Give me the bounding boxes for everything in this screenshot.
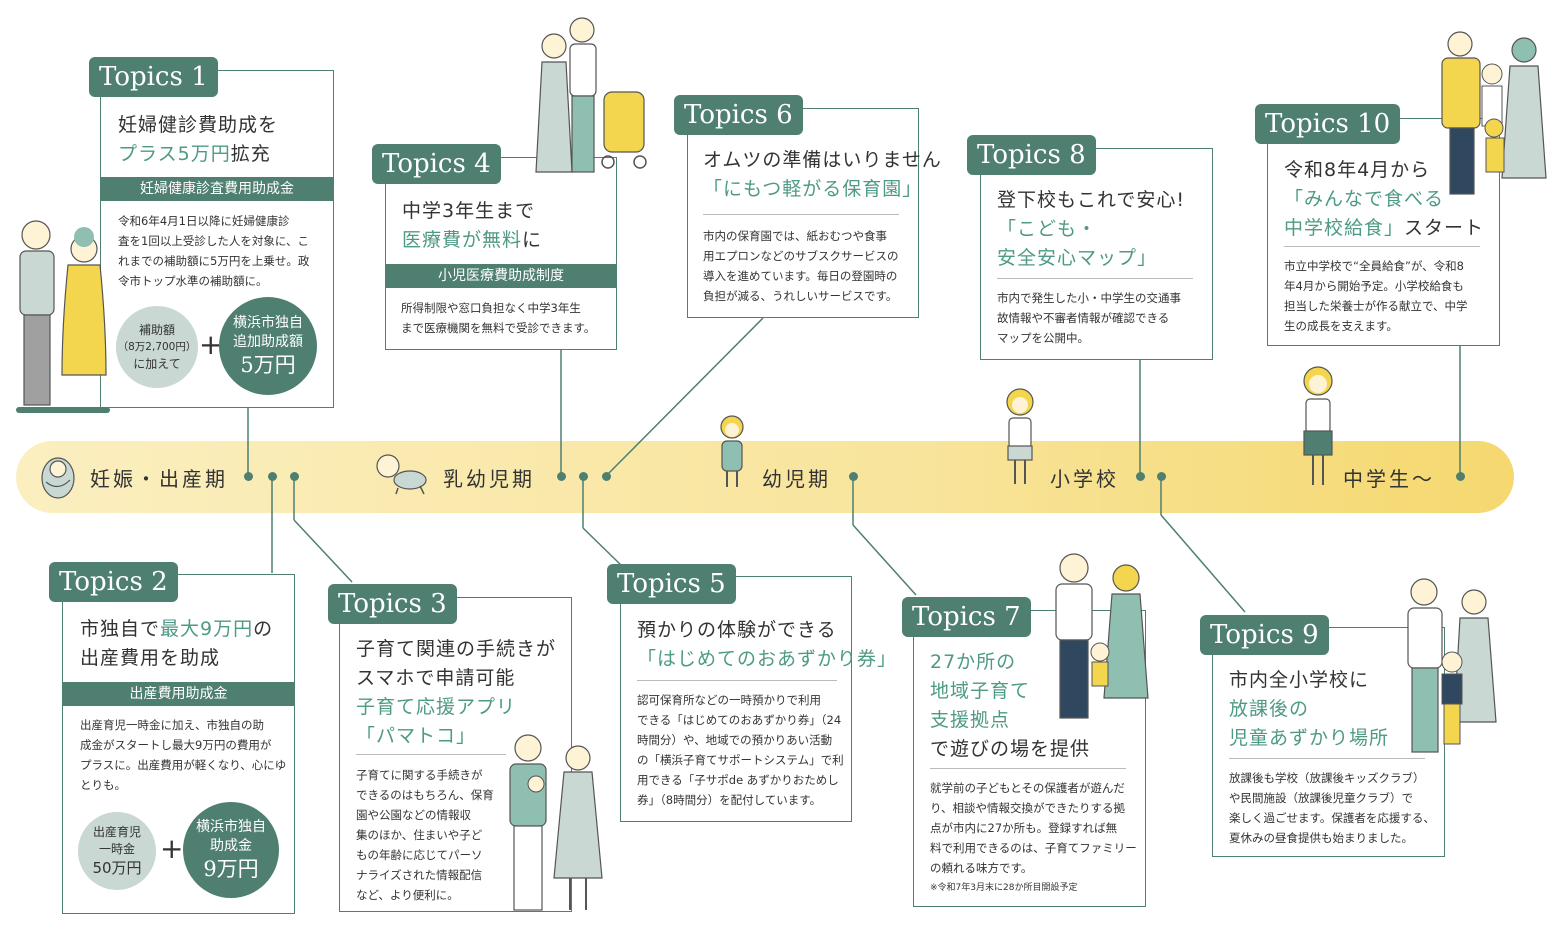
timeline-dot [1136,472,1145,481]
parents-with-baby-illustration [509,734,603,911]
topic-7-body: 就学前の子どもとその保護者が遊んだり、相談や情報交換ができたりする拠点が市内に2… [930,781,1137,875]
topic-3-title: 子育て関連の手続きが スマホで申請可能 子育て応援アプリ 「パマトコ」 [356,638,557,747]
stage-junior-high-label: 中学生〜 [1343,467,1435,491]
topic-2-title: 市独自で最大9万円の 出産費用を助成 [80,618,274,669]
topic-8-body: 市内で発生した小・中学生の交通事故情報や不審者情報が確認できるマップを公開中。 [997,291,1181,345]
schoolgirl-icon [1006,388,1034,484]
timeline-dot [579,472,588,481]
plus-icon: + [199,328,223,361]
topic-1-band: 妊婦健康診査費用助成金 [100,177,334,201]
topic-4-title: 中学3年生まで 医療費が無料に [402,200,543,251]
topic-2-body: 出産育児一時金に加え、市独自の助成金がスタートし最大9万円の費用が プラスに。出… [80,718,287,792]
timeline-band [16,441,1514,513]
topic-9-body: 放課後も学校（放課後キッズクラブ）や民間施設（放課後児童クラブ）で 楽しく過ごせ… [1229,771,1435,845]
timeline-dot [244,472,253,481]
topic-7-tag: Topics 7 [902,597,1031,637]
topic-10-title: 令和8年4月から 「みんなで食べる 中学校給食」スタート [1284,159,1485,239]
topic-1-title: 妊婦健診費助成を プラス5万円拡充 [118,114,279,165]
topic-8-tag: Topics 8 [967,135,1096,175]
topic-2-tag: Topics 2 [49,562,178,602]
toddler-girl-icon [720,415,744,487]
stage-pregnancy-label: 妊娠・出産期 [90,467,228,491]
stage-infant-label: 乳幼児期 [443,467,535,491]
timeline-dot [290,472,299,481]
topic-5-tag: Topics 5 [607,564,736,604]
topic-2-band: 出産費用助成金 [62,682,295,706]
topic-9-tag: Topics 9 [1200,615,1329,655]
timeline-dot [602,472,611,481]
topic-5-title: 預かりの体験ができる 「はじめてのおあずかり券」 [637,619,898,670]
topic-4-tag: Topics 4 [372,144,501,184]
topic-1-base-amount-circle: 補助額（8万2,700円）に加えて [116,306,198,388]
divider [930,768,1126,769]
topic-3-body: 子育てに関する手続きができるのはもちろん、保育園や公園などの情報収 集のほか、住… [356,768,494,902]
baby-wrapped-icon [41,457,75,499]
stage-elementary-label: 小学校 [1050,467,1119,491]
timeline-dot [849,472,858,481]
pregnant-couple-illustration [16,220,110,413]
family-of-four-illustration [1441,31,1547,195]
divider [1229,758,1425,759]
family-with-stroller-illustration [535,17,647,173]
topic-4-card [385,157,617,350]
family-with-child-illustration [1055,553,1149,719]
divider [1284,246,1480,247]
topic-8-title: 登下校もこれで安心! 「こども・ 安全安心マップ」 [997,189,1186,269]
topic-4-band: 小児医療費助成制度 [385,264,617,288]
topic-4-body: 所得制限や窓口負担なく中学3年生まで医療機関を無料で受診できます。 [401,301,596,335]
topic-1-body: 令和6年4月1日以降に妊婦健康診査を1回以上受診した人を対象に、こ れまでの補助… [118,214,310,288]
crawling-baby-icon [376,454,427,495]
divider [356,754,506,755]
topic-7-footnote: ※令和7年3月末に28か所目開設予定 [930,883,1078,893]
topic-8-card [980,148,1213,360]
topic-6-card [687,108,919,318]
junior-high-student-icon [1303,366,1333,485]
timeline-dot [1456,472,1465,481]
divider [703,214,899,215]
topic-5-card [620,576,852,822]
plus-icon: + [160,832,184,865]
family-with-girl-illustration [1407,578,1497,753]
topic-6-title: オムツの準備はいりません 「にもつ軽がる保育園」 [703,149,942,200]
topic-9-title: 市内全小学校に 放課後の 児童あずかり場所 [1229,669,1390,749]
stage-toddler-label: 幼児期 [762,467,831,491]
topic-3-tag: Topics 3 [328,584,457,624]
divider [997,278,1193,279]
topic-6-body: 市内の保育園では、紙おむつや食事用エプロンなどのサブスクサービスの 導入を進めて… [703,229,899,303]
topic-9-card [1212,627,1445,857]
topic-10-tag: Topics 10 [1255,104,1401,144]
timeline-dot [1157,472,1166,481]
divider [637,680,837,681]
timeline-dot [268,472,277,481]
timeline-dot [557,472,566,481]
topic-1-tag: Topics 1 [89,57,218,97]
topic-6-tag: Topics 6 [674,95,803,135]
topic-7-title: 27か所の 地域子育て 支援拠点 で遊びの場を提供 [930,651,1091,760]
